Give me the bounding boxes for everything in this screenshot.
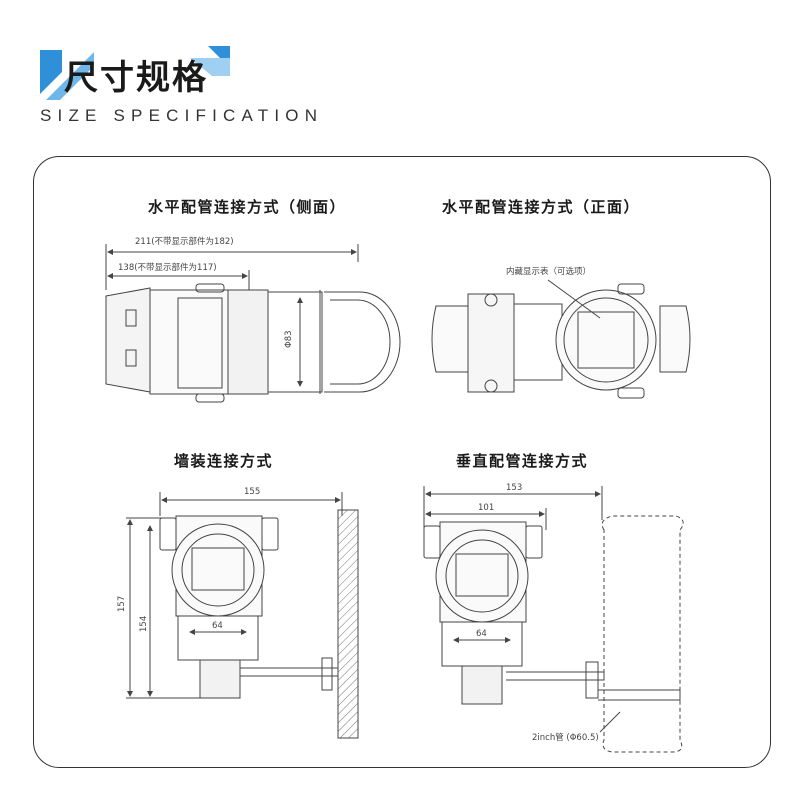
dim-total-length: 211(不带显示部件为182) [135,236,234,247]
drawing-wall-mount [126,492,359,739]
drawing-vertical-pipe [423,486,684,753]
page-subtitle: SIZE SPECIFICATION [40,106,324,125]
header-accent-decoration [40,46,230,100]
page-title: 尺寸规格 [64,58,208,98]
dim-wall-height-outer: 157 [117,596,127,612]
dim-partial-length: 138(不带显示部件为117) [118,262,217,273]
dim-wall-height-inner: 154 [139,616,149,632]
diagram-frame [33,156,771,768]
callout-display-meter: 内藏显示表（可选项） [506,266,591,277]
section-title-horizontal-side: 水平配管连接方式（侧面） [148,198,347,216]
dim-vertical-width: 153 [506,483,522,493]
label-pipe-size: 2inch管 (Φ60.5) [532,732,599,743]
section-title-wall-mount: 墙装连接方式 [174,452,274,470]
section-title-horizontal-front: 水平配管连接方式（正面） [442,198,641,216]
dim-vertical-inner: 64 [476,629,487,639]
drawing-horizontal-front [431,279,691,399]
dim-wall-width: 155 [244,487,260,497]
dim-pipe-diameter: Φ83 [284,330,294,348]
dim-wall-inner: 64 [212,621,223,631]
section-title-vertical-pipe: 垂直配管连接方式 [456,452,589,470]
dim-vertical-partial: 101 [478,503,494,513]
drawing-horizontal-side [105,244,401,403]
